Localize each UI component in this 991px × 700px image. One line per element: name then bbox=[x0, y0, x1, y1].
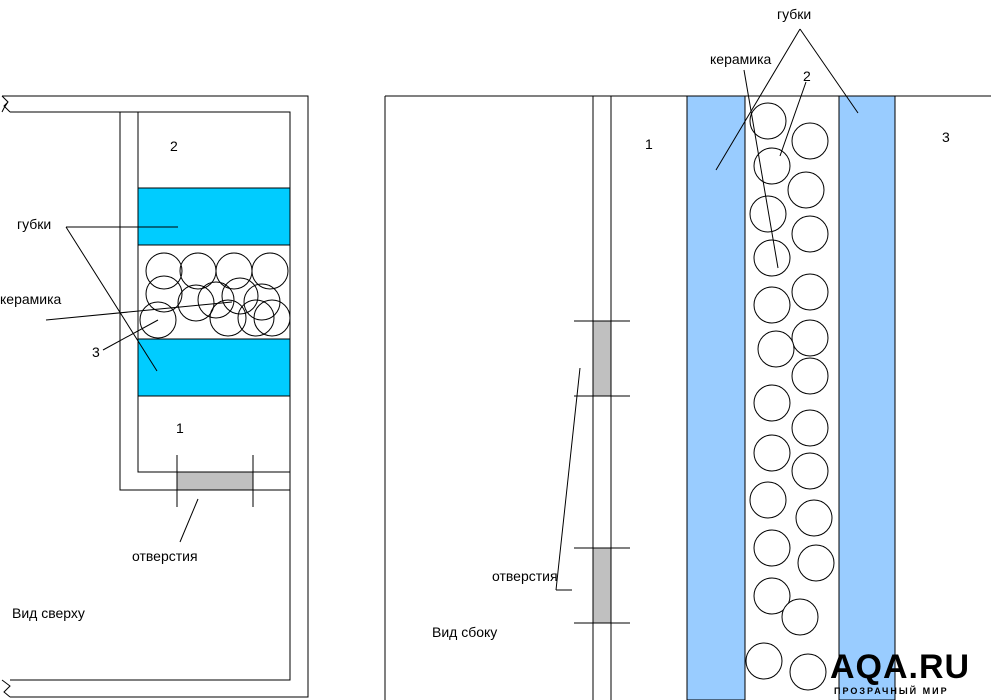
side-view-ceramics bbox=[745, 102, 835, 691]
side-view-label-holes: отверстия bbox=[492, 568, 558, 584]
top-view-outer-wall bbox=[1, 95, 309, 698]
top-view-title: Вид сверху bbox=[12, 605, 85, 621]
top-view-leader-ceramics bbox=[45, 301, 233, 321]
side-view-hole-upper bbox=[592, 320, 612, 397]
top-view-leader-holes bbox=[179, 498, 199, 543]
watermark-tagline: ПРОЗРАЧНЫЙ МИР bbox=[834, 685, 949, 696]
side-view: губки керамика 2 1 3 отверстия Вид сбоку bbox=[384, 6, 991, 700]
watermark-logo: AQA.RU bbox=[830, 648, 970, 686]
top-view-label-3: 3 bbox=[92, 344, 100, 360]
top-view-hole bbox=[176, 471, 254, 491]
top-view-leader-sponges bbox=[65, 226, 178, 372]
side-view-label-ceramics: керамика bbox=[710, 51, 772, 67]
top-view-inner-wall bbox=[119, 112, 290, 491]
side-view-hole-lower-ticks bbox=[574, 547, 630, 624]
side-view-leader-ceramics bbox=[743, 69, 779, 269]
top-view-label-1: 1 bbox=[176, 420, 184, 436]
top-view-sponge-upper bbox=[137, 187, 291, 246]
top-view-label-sponges: губки bbox=[17, 216, 51, 232]
side-view-leader-sponges bbox=[715, 28, 859, 171]
side-view-sponge-right bbox=[838, 95, 896, 700]
side-view-label-2: 2 bbox=[803, 68, 811, 84]
top-view-label-ceramics: керамика bbox=[0, 291, 62, 307]
side-view-label-1: 1 bbox=[645, 136, 653, 152]
top-view-label-2: 2 bbox=[170, 138, 178, 154]
side-view-hole-upper-ticks bbox=[574, 320, 630, 397]
top-view-label-holes: отверстия bbox=[132, 548, 198, 564]
side-view-hole-lower bbox=[592, 547, 612, 624]
side-view-leader-holes bbox=[555, 367, 581, 591]
side-view-title: Вид сбоку bbox=[432, 624, 497, 640]
side-view-label-3: 3 bbox=[942, 129, 950, 145]
top-view-sponge-lower bbox=[137, 338, 291, 397]
side-view-label-sponges: губки bbox=[777, 6, 811, 22]
watermark: AQA.RU ПРОЗРАЧНЫЙ МИР bbox=[830, 648, 970, 696]
side-view-leader-2 bbox=[779, 81, 807, 157]
top-view-hole-ticks bbox=[176, 455, 254, 507]
side-view-sponge-left bbox=[686, 95, 746, 700]
top-view-leader-3 bbox=[102, 319, 159, 351]
top-view-ceramics bbox=[139, 252, 291, 339]
top-view: 2 губки керамика 3 1 отверстия Вид сверх… bbox=[0, 95, 309, 698]
